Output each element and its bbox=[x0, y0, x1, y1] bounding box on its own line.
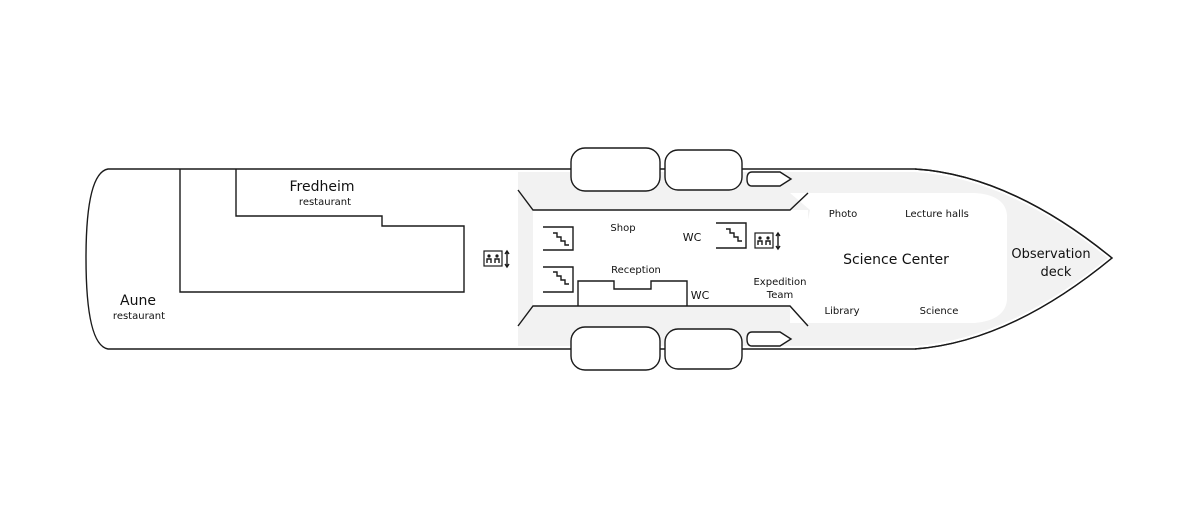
wc-label: WC bbox=[683, 231, 702, 244]
photo-label: Photo bbox=[829, 209, 858, 220]
stairs-icon bbox=[543, 226, 574, 251]
reception-label: Reception bbox=[611, 265, 661, 276]
lifeboat bbox=[664, 328, 743, 370]
reception-desk bbox=[577, 280, 688, 306]
lifeboat bbox=[570, 326, 661, 371]
lecture-halls-label: Lecture halls bbox=[905, 209, 969, 220]
lifeboat bbox=[664, 149, 743, 191]
observation-deck-label: Observation bbox=[1011, 247, 1090, 262]
fredheim-label: Fredheim bbox=[290, 179, 355, 195]
aune-label: Aune bbox=[120, 293, 156, 309]
stairs-icon bbox=[716, 222, 747, 249]
library-label: Library bbox=[825, 306, 860, 317]
expedition-team-label: Expedition bbox=[753, 277, 806, 288]
fredheim-sub-label: restaurant bbox=[299, 197, 351, 208]
center-corridor bbox=[533, 210, 808, 306]
wc-label: WC bbox=[691, 289, 710, 302]
fredheim-restaurant-walls bbox=[179, 169, 465, 293]
elevator-icon bbox=[754, 231, 781, 251]
lower-corridor-wall bbox=[517, 305, 809, 327]
elevator-icon bbox=[483, 249, 510, 269]
upper-corridor-wall bbox=[517, 189, 809, 211]
observation-deck-label: deck bbox=[1041, 265, 1072, 280]
science-center-label: Science Center bbox=[843, 252, 949, 268]
forward-deck-area-edge bbox=[914, 168, 1114, 350]
stairs-icon bbox=[543, 266, 574, 293]
aune-sub-label: restaurant bbox=[113, 311, 165, 322]
science-center-room bbox=[790, 193, 1007, 323]
tender-boat bbox=[746, 171, 793, 187]
shop-label: Shop bbox=[610, 223, 635, 234]
tender-boat bbox=[746, 331, 793, 347]
expedition-team-label: Team bbox=[766, 290, 793, 301]
lifeboat bbox=[570, 147, 661, 192]
science-label: Science bbox=[920, 306, 959, 317]
